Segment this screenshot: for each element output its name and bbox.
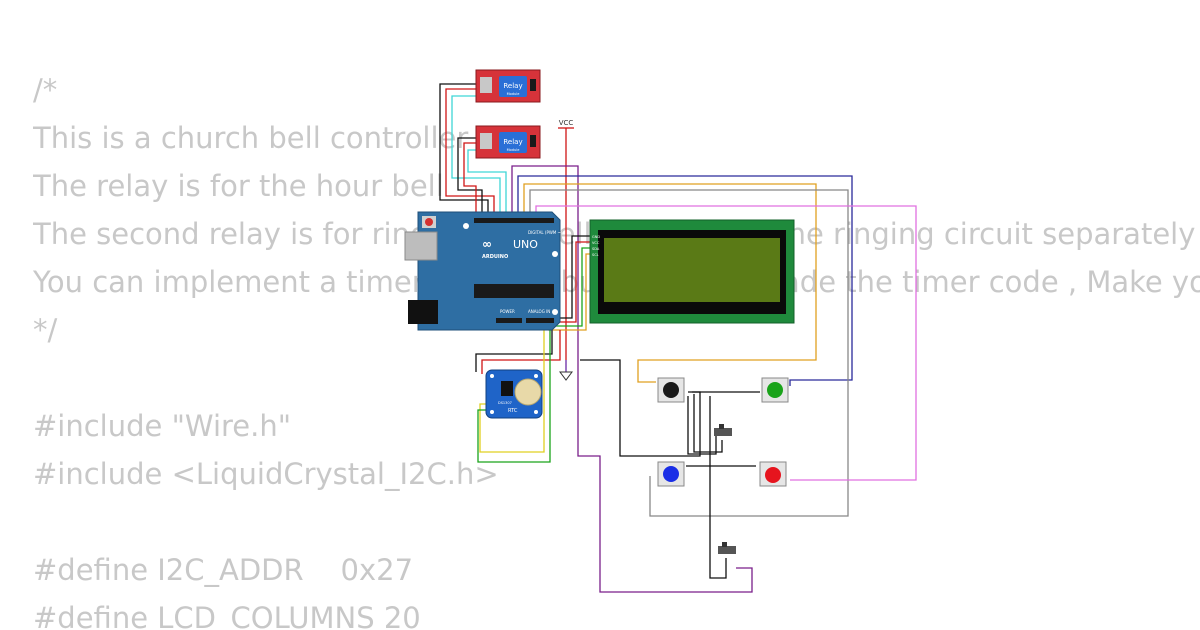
wire-rtc-vcc bbox=[481, 330, 561, 374]
lcd-pin-label: SDA bbox=[592, 247, 600, 251]
lcd-screen bbox=[604, 238, 780, 302]
wire-black bbox=[457, 137, 483, 218]
mounting-hole bbox=[490, 410, 494, 414]
lcd-pin-label: VCC bbox=[592, 241, 600, 245]
relay-terminal bbox=[530, 79, 536, 91]
wire-red bbox=[463, 142, 477, 218]
pushbutton-red[interactable] bbox=[759, 461, 787, 487]
usb-port bbox=[404, 231, 438, 261]
arduino-board bbox=[417, 211, 561, 331]
wire-rtc-scl bbox=[479, 330, 545, 453]
arduino-brand: ARDUINO bbox=[482, 254, 508, 260]
wire-purple bbox=[511, 165, 753, 593]
wire-pink bbox=[535, 205, 917, 481]
power-header bbox=[496, 318, 522, 323]
wire-red bbox=[445, 88, 495, 218]
relay-terminal bbox=[480, 77, 492, 93]
wire-gnd bbox=[580, 359, 701, 457]
analog-header bbox=[526, 318, 554, 323]
wire-gnd bbox=[687, 396, 717, 455]
switch-body bbox=[718, 546, 736, 554]
uno-logo-infinity: ∞ bbox=[482, 237, 492, 251]
code-line: #include <LiquidCrystal_I2C.h> bbox=[33, 457, 499, 491]
uno-label: UNO bbox=[513, 238, 538, 251]
code-line: #define I2C_ADDR 0x27 bbox=[33, 553, 414, 587]
wire-gnd bbox=[709, 396, 727, 579]
wire-black bbox=[439, 83, 489, 218]
button-cap bbox=[663, 466, 679, 482]
mounting-hole bbox=[552, 251, 558, 257]
wire-navy bbox=[517, 175, 853, 386]
wire-rtc-sda bbox=[477, 330, 551, 463]
reset-button-cap bbox=[425, 218, 433, 226]
mounting-hole bbox=[490, 374, 494, 378]
relay-label: Relay bbox=[503, 138, 522, 146]
switch-lever bbox=[719, 424, 724, 429]
lcd-display[interactable]: GND VCC SDA SCL bbox=[589, 219, 795, 324]
digital-label: DIGITAL (PWM ~) bbox=[528, 230, 563, 235]
relay-module-1[interactable]: Relay Module bbox=[475, 69, 541, 103]
digital-header bbox=[474, 218, 554, 223]
lcd-pin-label: GND bbox=[592, 235, 600, 239]
wire-lcd-gnd bbox=[560, 235, 598, 319]
lcd-pin-labels: GND VCC SDA SCL bbox=[592, 235, 600, 257]
code-line: /* bbox=[33, 73, 58, 107]
relay-label: Relay bbox=[503, 82, 522, 90]
wire-cyan bbox=[467, 149, 507, 218]
button-cap bbox=[663, 382, 679, 398]
code-line: #include "Wire.h" bbox=[33, 409, 292, 443]
relay-coil bbox=[499, 76, 527, 97]
switch-body bbox=[714, 428, 732, 436]
slide-switch-1[interactable] bbox=[714, 424, 732, 436]
button-cap bbox=[767, 382, 783, 398]
rtc-chip-label: DS1307 bbox=[498, 401, 512, 405]
mounting-hole bbox=[552, 309, 558, 315]
relay-coil bbox=[499, 132, 527, 153]
wire-rtc-gnd bbox=[475, 330, 553, 372]
slide-switch-2[interactable] bbox=[718, 542, 736, 554]
rtc-battery bbox=[514, 378, 542, 406]
vcc-symbol: VCC bbox=[558, 119, 574, 129]
code-line: The relay is for the hour bell bbox=[33, 169, 444, 203]
wire-orange bbox=[523, 183, 817, 383]
relay-module-2[interactable]: Relay Module bbox=[475, 125, 541, 159]
mounting-hole bbox=[534, 374, 538, 378]
wire-cyan bbox=[451, 95, 501, 218]
power-jack bbox=[408, 300, 438, 324]
code-background: /* This is a church bell controller The … bbox=[33, 66, 1200, 630]
relay-sublabel: Module bbox=[507, 148, 520, 152]
arduino-uno[interactable]: DIGITAL (PWM ~) ∞ UNO ARDUINO POWER ANAL… bbox=[404, 211, 563, 331]
wire-lcd-vcc bbox=[556, 241, 598, 323]
rtc-label: RTC bbox=[508, 408, 518, 414]
switch-lever bbox=[722, 542, 727, 547]
power-label: POWER bbox=[500, 309, 515, 314]
mounting-hole bbox=[463, 223, 469, 229]
wire-gnd bbox=[693, 394, 723, 453]
button-cap bbox=[765, 467, 781, 483]
code-line: #define LCD_COLUMNS 20 bbox=[33, 601, 421, 630]
wire-gray bbox=[529, 189, 849, 517]
relay-sublabel: Module bbox=[507, 92, 520, 96]
code-line: */ bbox=[33, 313, 58, 347]
ground-symbol bbox=[559, 371, 573, 381]
rtc-chip bbox=[501, 381, 513, 396]
relay-terminal bbox=[480, 133, 492, 149]
pushbutton-black[interactable] bbox=[657, 377, 685, 403]
code-line: This is a church bell controller bbox=[33, 121, 469, 155]
vcc-label: VCC bbox=[559, 119, 574, 127]
mounting-hole bbox=[534, 410, 538, 414]
atmega-chip bbox=[474, 284, 554, 298]
rtc-module[interactable]: DS1307 RTC bbox=[485, 369, 543, 419]
pushbutton-blue[interactable] bbox=[657, 461, 685, 487]
pushbutton-green[interactable] bbox=[761, 377, 789, 403]
relay-terminal bbox=[530, 135, 536, 147]
wires bbox=[439, 83, 917, 593]
analog-label: ANALOG IN bbox=[528, 309, 550, 314]
lcd-pin-label: SCL bbox=[592, 253, 599, 257]
